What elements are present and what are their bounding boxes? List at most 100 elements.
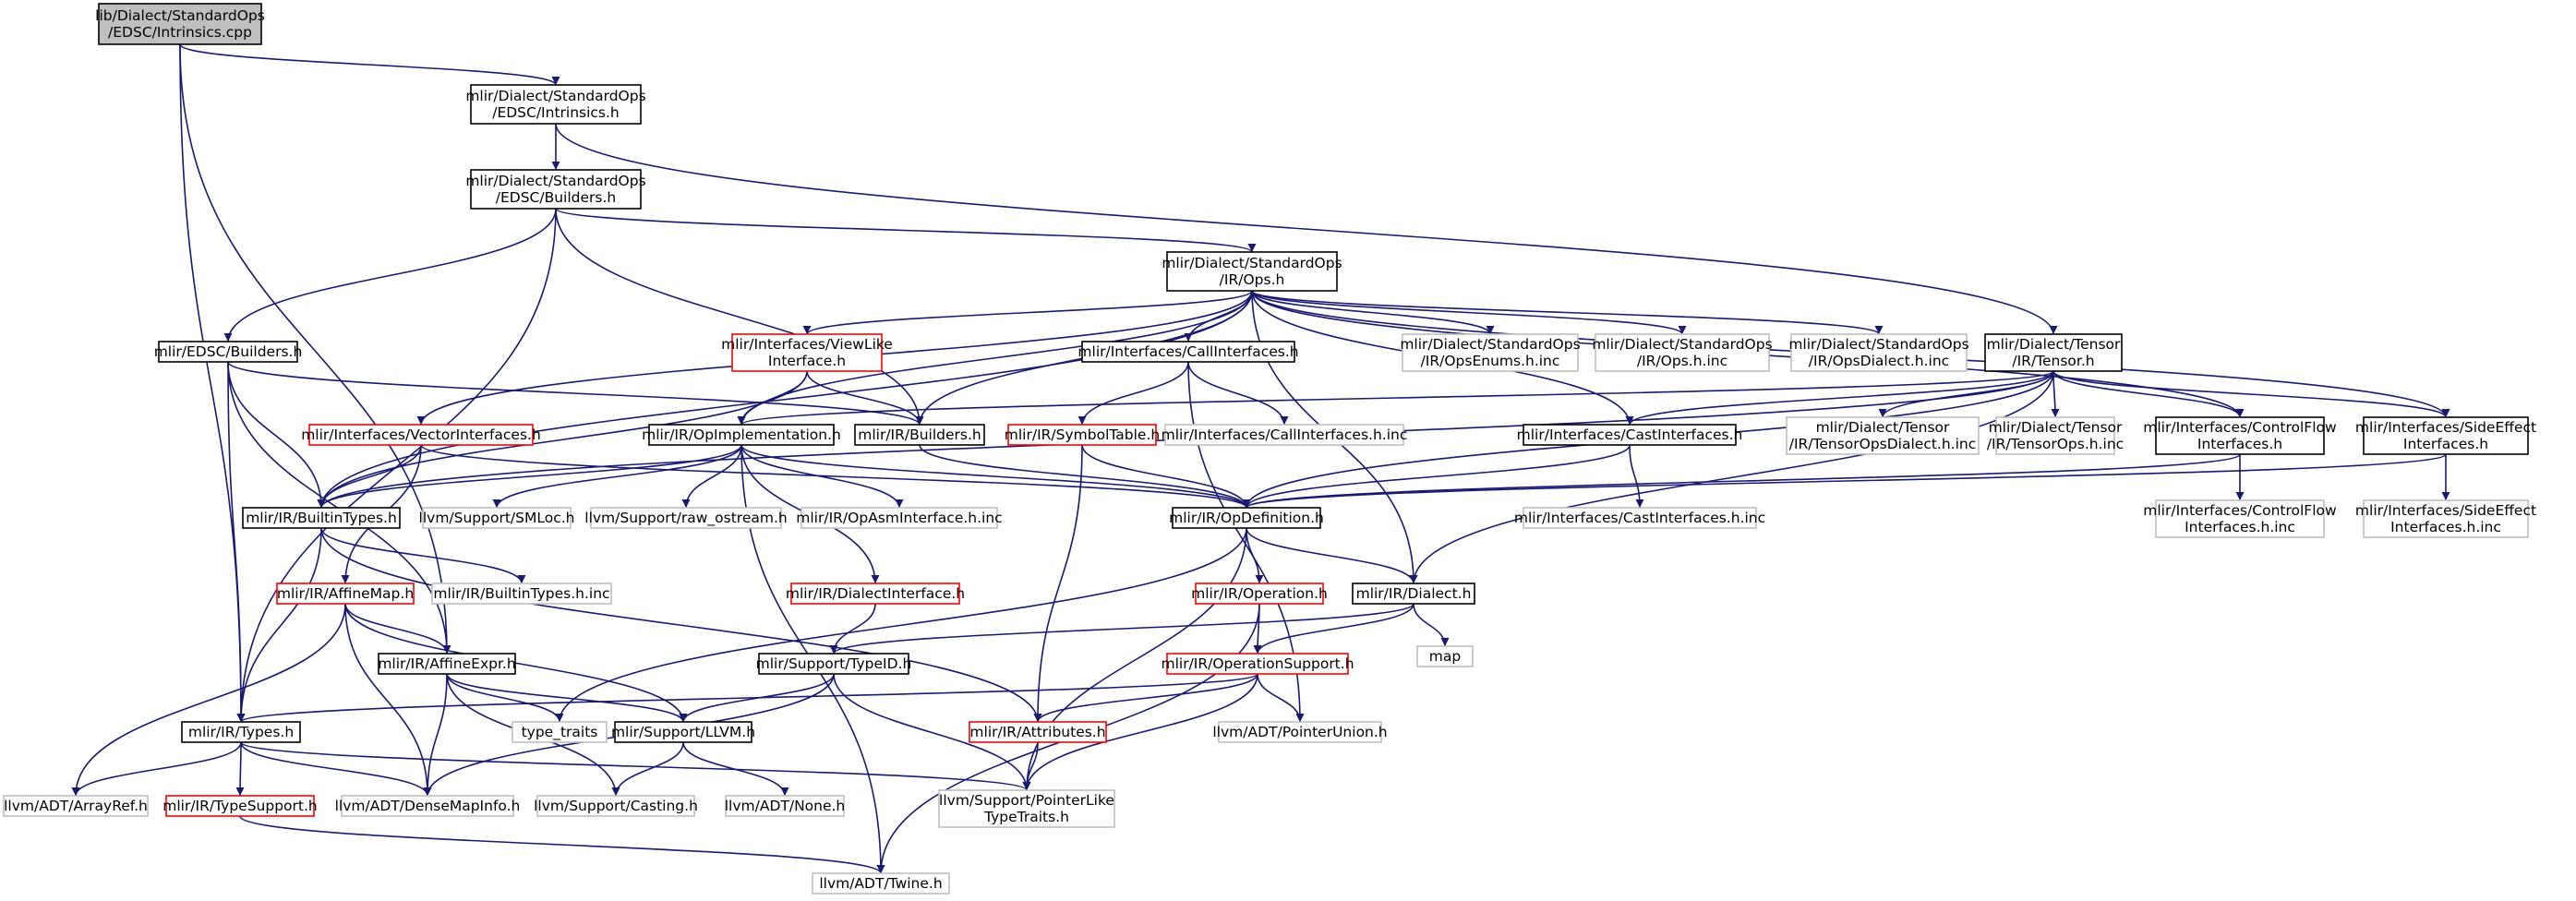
node-label: llvm/Support/Casting.h [534, 798, 698, 814]
node-typesupp[interactable]: mlir/IR/TypeSupport.h [163, 795, 318, 817]
node-box [614, 721, 752, 743]
node-castif[interactable]: mlir/Interfaces/CastInterfaces.h [1517, 424, 1743, 446]
node-box [758, 653, 909, 675]
node-irbuild[interactable]: mlir/IR/Builders.h [854, 424, 985, 446]
node-sobuild[interactable]: mlir/Dialect/StandardOps/EDSC/Builders.h [465, 169, 646, 210]
edge-cfif-to-opdef [1242, 453, 2241, 509]
node-vectorif[interactable]: mlir/Interfaces/VectorInterfaces.h [301, 424, 541, 446]
node-affexpr[interactable]: mlir/IR/AffineExpr.h [378, 653, 516, 675]
edge-opsh-to-viewlike [802, 290, 1253, 335]
edge-opimpl-to-btypes [317, 444, 742, 509]
node-box [854, 424, 985, 446]
node-label: mlir/Interfaces/SideEffect [2355, 502, 2536, 519]
node-map[interactable]: map [1416, 645, 1474, 667]
node-root[interactable]: lib/Dialect/StandardOps/EDSC/Intrinsics.… [95, 3, 265, 45]
node-box [470, 84, 642, 125]
node-none[interactable]: llvm/ADT/None.h [725, 795, 846, 817]
node-arrayref[interactable]: llvm/ADT/ArrayRef.h [3, 795, 149, 817]
edge-llvmh-to-none [682, 741, 789, 797]
node-label: llvm/ADT/None.h [725, 798, 846, 814]
node-densemap[interactable]: llvm/ADT/DenseMapInfo.h [335, 795, 521, 817]
node-callif[interactable]: mlir/Interfaces/CallInterfaces.h [1077, 341, 1299, 363]
node-btinc[interactable]: mlir/IR/BuiltinTypes.h.inc [431, 583, 612, 605]
edge-attrs-to-ptrlike [1022, 741, 1039, 791]
edge-dialect-to-typeid [829, 603, 1414, 655]
node-opdef[interactable]: mlir/IR/OpDefinition.h [1169, 507, 1324, 529]
node-opsh[interactable]: mlir/Dialect/StandardOps/IR/Ops.h [1162, 251, 1342, 292]
node-label: mlir/Interfaces/ControlFlow [2143, 419, 2337, 436]
node-callinc[interactable]: mlir/Interfaces/CallInterfaces.h.inc [1162, 424, 1408, 446]
node-seinc[interactable]: mlir/Interfaces/SideEffectInterfaces.h.i… [2355, 499, 2536, 538]
node-box [800, 507, 998, 529]
node-label: mlir/IR/Attributes.h [969, 724, 1105, 740]
edge-opimpl-to-smloc [492, 444, 742, 509]
edge-dialect-to-opsupp [1253, 603, 1414, 655]
edge-types-to-typesupp [235, 741, 245, 797]
node-smloc[interactable]: llvm/Support/SMLoc.h [419, 507, 575, 529]
node-casting[interactable]: llvm/Support/Casting.h [534, 795, 698, 817]
node-box [242, 507, 401, 529]
node-opsenums[interactable]: mlir/Dialect/StandardOps/IR/OpsEnums.h.i… [1400, 333, 1581, 372]
edge-sobuild-to-opsh [555, 208, 1257, 253]
node-btypes[interactable]: mlir/IR/BuiltinTypes.h [242, 507, 401, 529]
node-box [790, 583, 960, 605]
edge-opsupp-to-types [236, 673, 1258, 723]
node-typeid[interactable]: mlir/Support/TypeID.h [756, 653, 912, 675]
edge-opsh-to-btypes [317, 290, 1253, 509]
edge-dialect-to-map [1413, 603, 1450, 647]
node-label: mlir/Interfaces/CallInterfaces.h [1077, 343, 1298, 360]
node-label: mlir/IR/Types.h [188, 724, 294, 740]
node-opsdialect[interactable]: mlir/Dialect/StandardOps/IR/OpsDialect.h… [1788, 333, 1969, 372]
node-opimpl[interactable]: mlir/IR/OpImplementation.h [642, 424, 841, 446]
node-box [1786, 416, 1980, 455]
node-tensordialect[interactable]: mlir/Dialect/Tensor/IR/TensorOpsDialect.… [1786, 416, 1980, 455]
node-opsupp[interactable]: mlir/IR/OperationSupport.h [1161, 653, 1354, 675]
node-box [470, 169, 642, 210]
node-box [181, 721, 301, 743]
node-intr[interactable]: mlir/Dialect/StandardOps/EDSC/Intrinsics… [465, 84, 646, 125]
node-box [1523, 507, 1757, 529]
node-box [1007, 424, 1157, 446]
node-edscb[interactable]: mlir/EDSC/Builders.h [154, 341, 303, 363]
node-box [725, 795, 845, 817]
node-symtab[interactable]: mlir/IR/SymbolTable.h [1005, 424, 1160, 446]
node-castinc[interactable]: mlir/Interfaces/CastInterfaces.h.inc [1514, 507, 1765, 529]
node-label: mlir/IR/Dialect.h [1356, 585, 1472, 602]
node-label: mlir/Dialect/StandardOps [465, 173, 645, 189]
node-label: llvm/Support/PointerLike [939, 792, 1114, 809]
node-opasm[interactable]: mlir/IR/OpAsmInterface.h.inc [796, 507, 1003, 529]
node-tensorops[interactable]: mlir/Dialect/Tensor/IR/TensorOps.h.inc [1987, 416, 2124, 455]
edge-opimpl-to-rawos [681, 444, 742, 509]
edge-edscb-to-types [227, 361, 246, 723]
node-llvmh[interactable]: mlir/Support/LLVM.h [611, 721, 755, 743]
node-twine[interactable]: llvm/ADT/Twine.h [812, 872, 950, 895]
edge-tensor-to-opimpl [737, 370, 2054, 426]
node-label: mlir/Interfaces/ViewLike [721, 336, 893, 353]
node-affmap[interactable]: mlir/IR/AffineMap.h [276, 583, 415, 605]
node-dialectif[interactable]: mlir/IR/DialectInterface.h [786, 583, 965, 605]
node-operation[interactable]: mlir/IR/Operation.h [1191, 583, 1328, 605]
node-dialect[interactable]: mlir/IR/Dialect.h [1352, 583, 1475, 605]
node-opsinc[interactable]: mlir/Dialect/StandardOps/IR/Ops.h.inc [1592, 333, 1773, 372]
node-ptrunion[interactable]: llvm/ADT/PointerUnion.h [1212, 721, 1388, 743]
node-box [2155, 416, 2325, 455]
edge-symtab-to-opdef [1081, 444, 1251, 509]
node-label: mlir/IR/DialectInterface.h [786, 585, 965, 602]
node-label: mlir/Dialect/Tensor [1989, 419, 2123, 436]
node-cfinc[interactable]: mlir/Interfaces/ControlFlowInterfaces.h.… [2143, 499, 2337, 538]
node-label: TypeTraits.h [983, 809, 1069, 825]
node-tensor[interactable]: mlir/Dialect/Tensor/IR/Tensor.h [1984, 333, 2123, 372]
node-attrs[interactable]: mlir/IR/Attributes.h [969, 721, 1107, 743]
node-typetraits[interactable]: type_traits [512, 721, 608, 743]
edge-sobuild-to-types [236, 208, 557, 723]
node-box [1595, 333, 1770, 372]
node-types[interactable]: mlir/IR/Types.h [181, 721, 301, 743]
edge-types-to-densemap [240, 741, 432, 797]
edge-opsupp-to-ptrlike [1022, 673, 1258, 791]
node-box [165, 795, 315, 817]
node-rawos[interactable]: llvm/Support/raw_ostream.h [584, 507, 788, 529]
